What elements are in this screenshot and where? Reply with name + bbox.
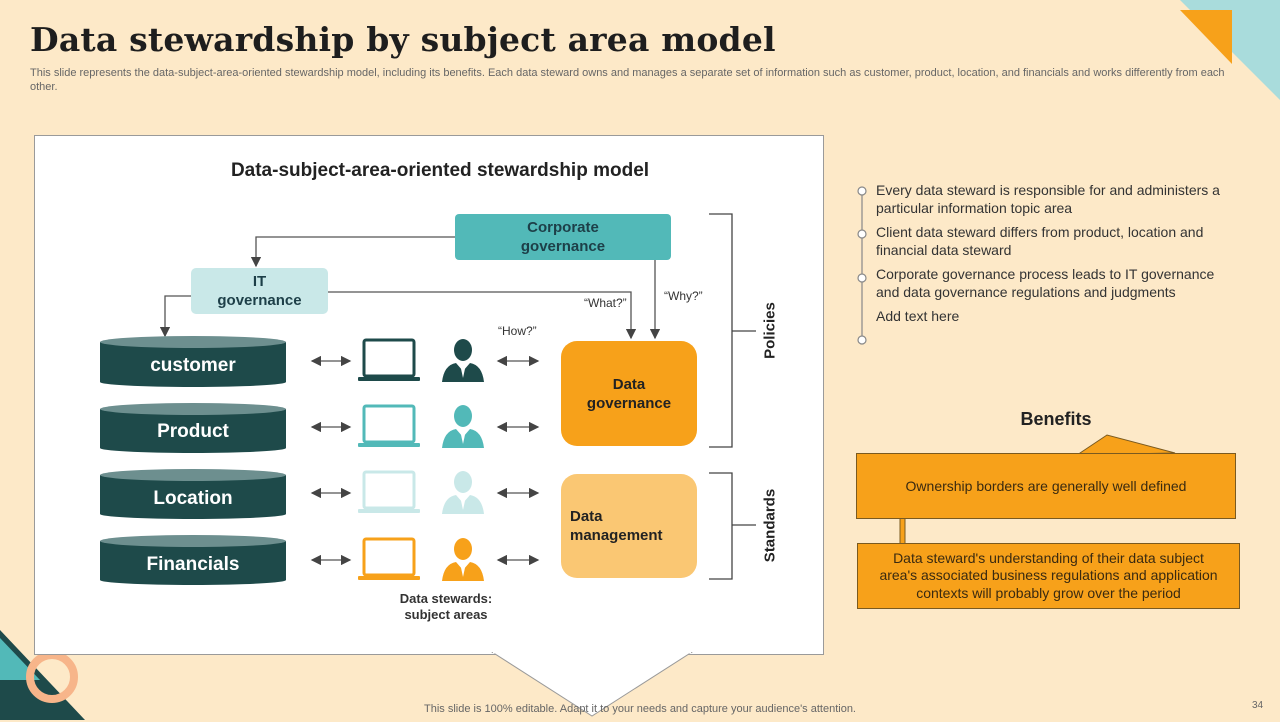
why-label: “Why?” [664,289,703,303]
laptop-icon-product [358,404,420,447]
corporate-governance-box: Corporate governance [455,214,671,260]
standards-label: Standards [761,488,779,563]
stewards-caption: Data stewards: subject areas [399,591,493,622]
person-icon-location [442,471,484,514]
list-item: Corporate governance process leads to IT… [876,266,1215,300]
page-number: 34 [1252,700,1264,711]
it-governance-box: IT governance [191,268,328,314]
database-icon-financials [100,535,286,585]
list-item: Client data steward differs from product… [876,224,1204,258]
policies-label: Policies [761,302,779,359]
laptop-icon-customer [358,338,420,381]
page-subtitle: This slide represents the data-subject-a… [30,67,1225,93]
bullet-list: Every data steward is responsible for an… [876,182,1236,333]
database-cylinders [100,336,286,585]
how-label: “How?” [498,324,537,338]
laptop-icon-financials [358,537,420,580]
data-governance-box: Data governance [561,341,697,446]
model-panel-pointer [491,652,693,717]
benefits-title: Benefits [1020,409,1092,429]
database-icon-product [100,403,286,453]
footer-text: This slide is 100% editable. Adapt it to… [424,703,856,715]
person-icon-financials [442,538,484,581]
bullet-timeline [857,186,867,345]
page-title: Data stewardship by subject area model [30,20,776,59]
steward-icons [358,338,484,581]
corner-decoration-top-right [1180,0,1280,100]
laptop-icon-location [358,470,420,513]
list-item: Every data steward is responsible for an… [876,182,1220,216]
model-title: Data-subject-area-oriented stewardship m… [230,160,650,181]
person-icon-customer [442,339,484,382]
corner-decoration-bottom-left [0,630,85,720]
subject-area-label-customer: customer [150,355,236,376]
subject-area-label-product: Product [157,421,229,442]
data-management-box: Data management [561,474,697,578]
subject-area-label-financials: Financials [146,554,240,575]
benefit-item: Ownership borders are generally well def… [856,453,1236,519]
what-label: “What?” [584,296,627,310]
benefit-item: Data steward's understanding of their da… [857,543,1240,609]
database-icon-customer [100,336,286,387]
subject-area-label-location: Location [153,488,233,509]
person-icon-product [442,405,484,448]
list-item: Add text here [876,308,960,324]
database-icon-location [100,469,286,519]
